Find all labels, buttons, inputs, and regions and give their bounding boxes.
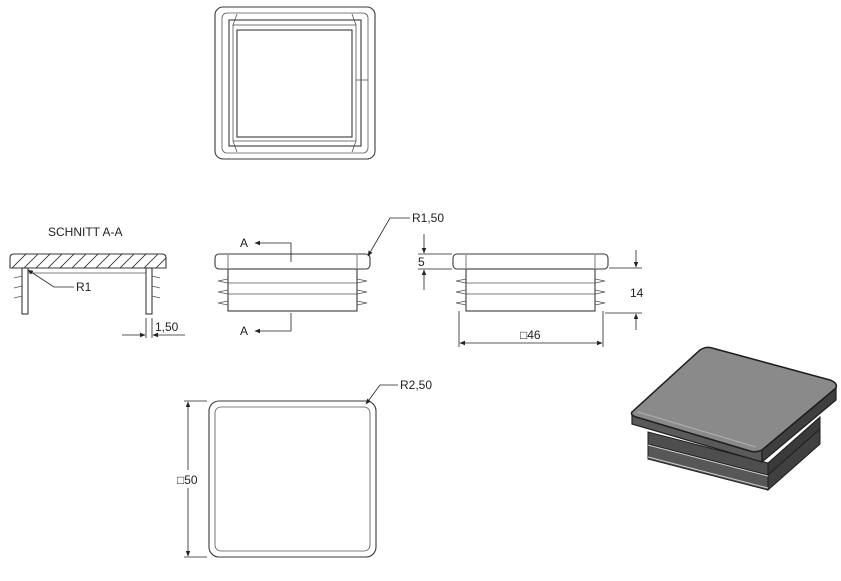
top-view: R2,50 □50 [176,378,432,558]
bottom-view [214,6,376,160]
front-view: A A R1,50 [214,211,444,338]
side-view: 5 14 □46 [418,234,644,347]
total-height-label: 14 [630,286,644,300]
inner-square-label: □46 [520,328,541,342]
section-marker-top: A [240,236,248,250]
cap-height-label: 5 [418,255,425,269]
outer-square-label: □50 [177,473,198,487]
inner-radius-label: R1 [76,280,92,294]
section-view: SCHNITT A-A R1 1,50 [9,225,185,338]
edge-radius-side-label: R1,50 [412,211,444,225]
isometric-render [630,346,838,492]
section-marker-bottom: A [240,324,248,338]
wall-thickness-label: 1,50 [155,320,179,334]
corner-radius-top-label: R2,50 [400,378,432,392]
section-hatching [10,254,166,268]
section-title: SCHNITT A-A [48,225,122,239]
